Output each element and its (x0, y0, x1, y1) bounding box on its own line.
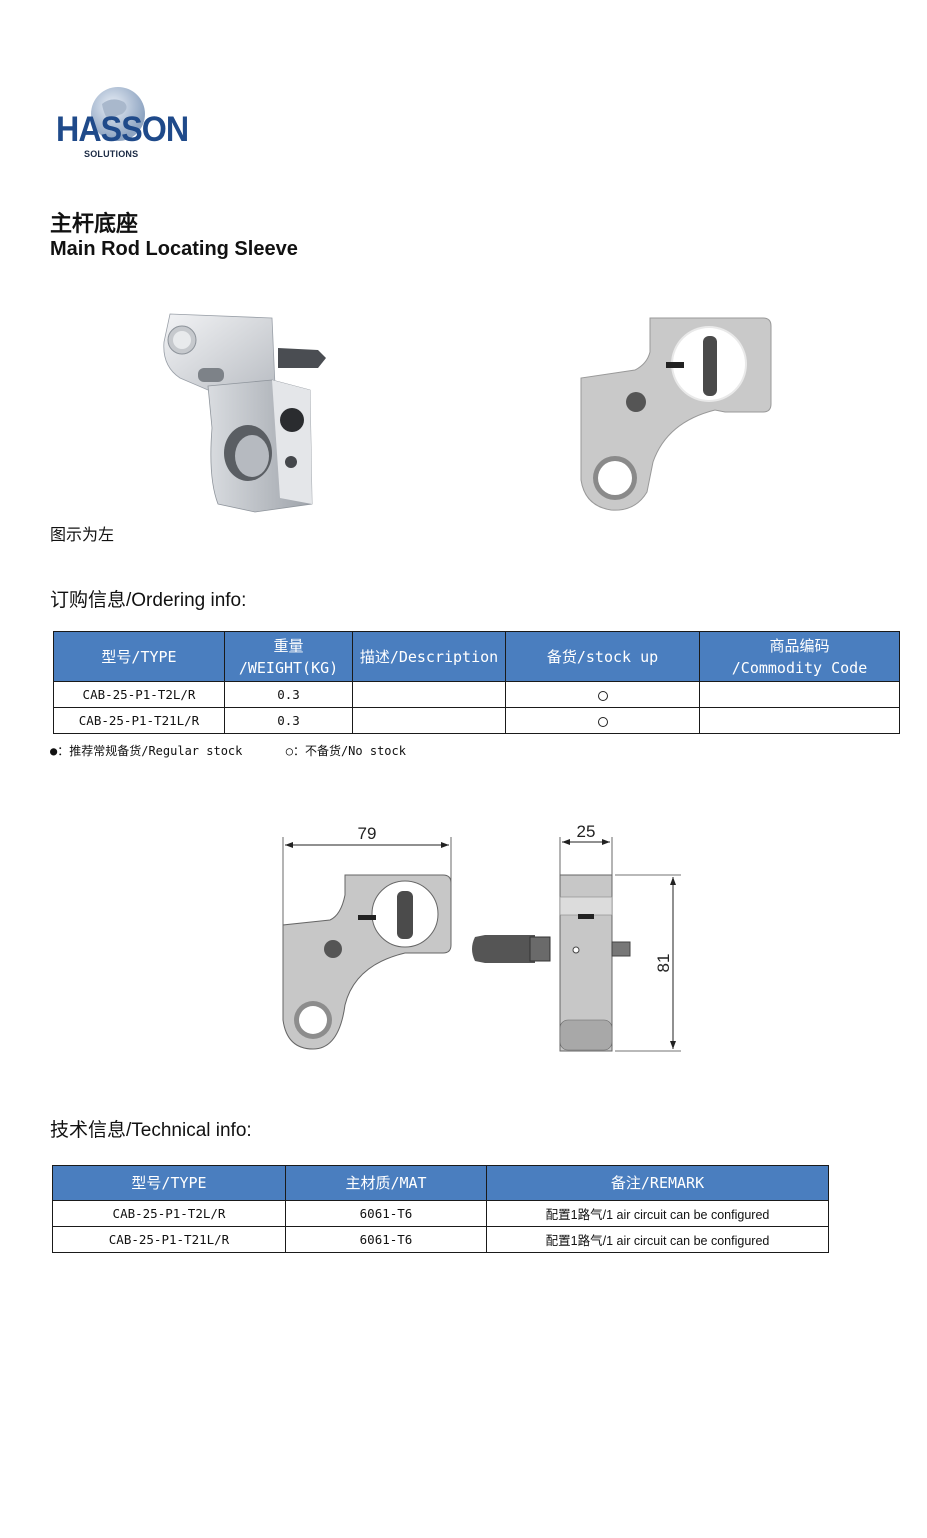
cell-code (699, 707, 900, 734)
header-weight-line2: /WEIGHT(KG) (238, 658, 339, 677)
no-stock-circle-icon (597, 716, 608, 727)
cell-description (352, 707, 506, 734)
technical-header-row: 型号/TYPE 主材质/MAT 备注/REMARK (52, 1165, 829, 1201)
ordering-section-title: 订购信息/Ordering info: (50, 590, 247, 611)
cell-remark: 配置1路气/1 air circuit can be configured (486, 1226, 829, 1253)
header-type: 型号/TYPE (53, 631, 225, 682)
product-side-image (580, 317, 772, 511)
cell-description (352, 681, 506, 708)
logo-subtitle: SOLUTIONS (84, 149, 139, 159)
table-row: CAB-25-P1-T2L/R 6061-T6 配置1路气/1 air circ… (52, 1200, 829, 1227)
legend-regular-stock: ●：推荐常规备货/Regular stock (50, 744, 243, 758)
stock-legend: ●：推荐常规备货/Regular stock ○：不备货/No stock (50, 742, 406, 759)
header-description: 描述/Description (352, 631, 506, 682)
cell-type: CAB-25-P1-T21L/R (52, 1226, 286, 1253)
technical-section-title: 技术信息/Technical info: (50, 1120, 252, 1141)
header-material: 主材质/MAT (285, 1165, 487, 1201)
cell-weight: 0.3 (224, 681, 353, 708)
image-caption: 图示为左 (50, 525, 115, 544)
legend-no-stock: ○：不备货/No stock (285, 744, 406, 758)
header-weight: 重量 /WEIGHT(KG) (224, 631, 353, 682)
product-3d-image (163, 313, 326, 513)
dimension-height: 81 (654, 954, 673, 973)
cell-material: 6061-T6 (285, 1226, 487, 1253)
table-row: CAB-25-P1-T21L/R 0.3 (53, 707, 900, 734)
cell-type: CAB-25-P1-T2L/R (53, 681, 225, 708)
dimension-drawing: 79 25 81 (282, 822, 681, 1052)
header-type: 型号/TYPE (52, 1165, 286, 1201)
table-row: CAB-25-P1-T2L/R 0.3 (53, 681, 900, 708)
header-code-line2: /Commodity Code (731, 658, 868, 677)
dimension-thickness: 25 (577, 822, 596, 841)
cell-weight: 0.3 (224, 707, 353, 734)
header-stock: 备货/stock up (505, 631, 700, 682)
header-code-line1: 商品编码 (769, 636, 830, 655)
page-title-chinese: 主杆底座 (50, 212, 139, 237)
no-stock-circle-icon (597, 690, 608, 701)
cell-type: CAB-25-P1-T21L/R (53, 707, 225, 734)
cell-remark: 配置1路气/1 air circuit can be configured (486, 1200, 829, 1227)
ordering-header-row: 型号/TYPE 重量 /WEIGHT(KG) 描述/Description 备货… (53, 631, 900, 682)
header-remark: 备注/REMARK (486, 1165, 829, 1201)
technical-table: 型号/TYPE 主材质/MAT 备注/REMARK CAB-25-P1-T2L/… (52, 1165, 829, 1253)
cell-material: 6061-T6 (285, 1200, 487, 1227)
side-view: 25 81 (472, 822, 681, 1052)
front-view: 79 (282, 824, 452, 1050)
cell-stock (505, 707, 700, 734)
logo-name: HASSON (56, 110, 189, 149)
cell-type: CAB-25-P1-T2L/R (52, 1200, 286, 1227)
company-logo: HASSON SOLUTIONS (52, 86, 189, 162)
cell-stock (505, 681, 700, 708)
header-weight-line1: 重量 (273, 636, 304, 655)
page-title-english: Main Rod Locating Sleeve (50, 238, 298, 260)
globe-icon (91, 87, 145, 141)
ordering-table: 型号/TYPE 重量 /WEIGHT(KG) 描述/Description 备货… (53, 631, 900, 734)
cell-code (699, 681, 900, 708)
dimension-width: 79 (358, 824, 377, 843)
table-row: CAB-25-P1-T21L/R 6061-T6 配置1路气/1 air cir… (52, 1226, 829, 1253)
header-code: 商品编码 /Commodity Code (699, 631, 900, 682)
